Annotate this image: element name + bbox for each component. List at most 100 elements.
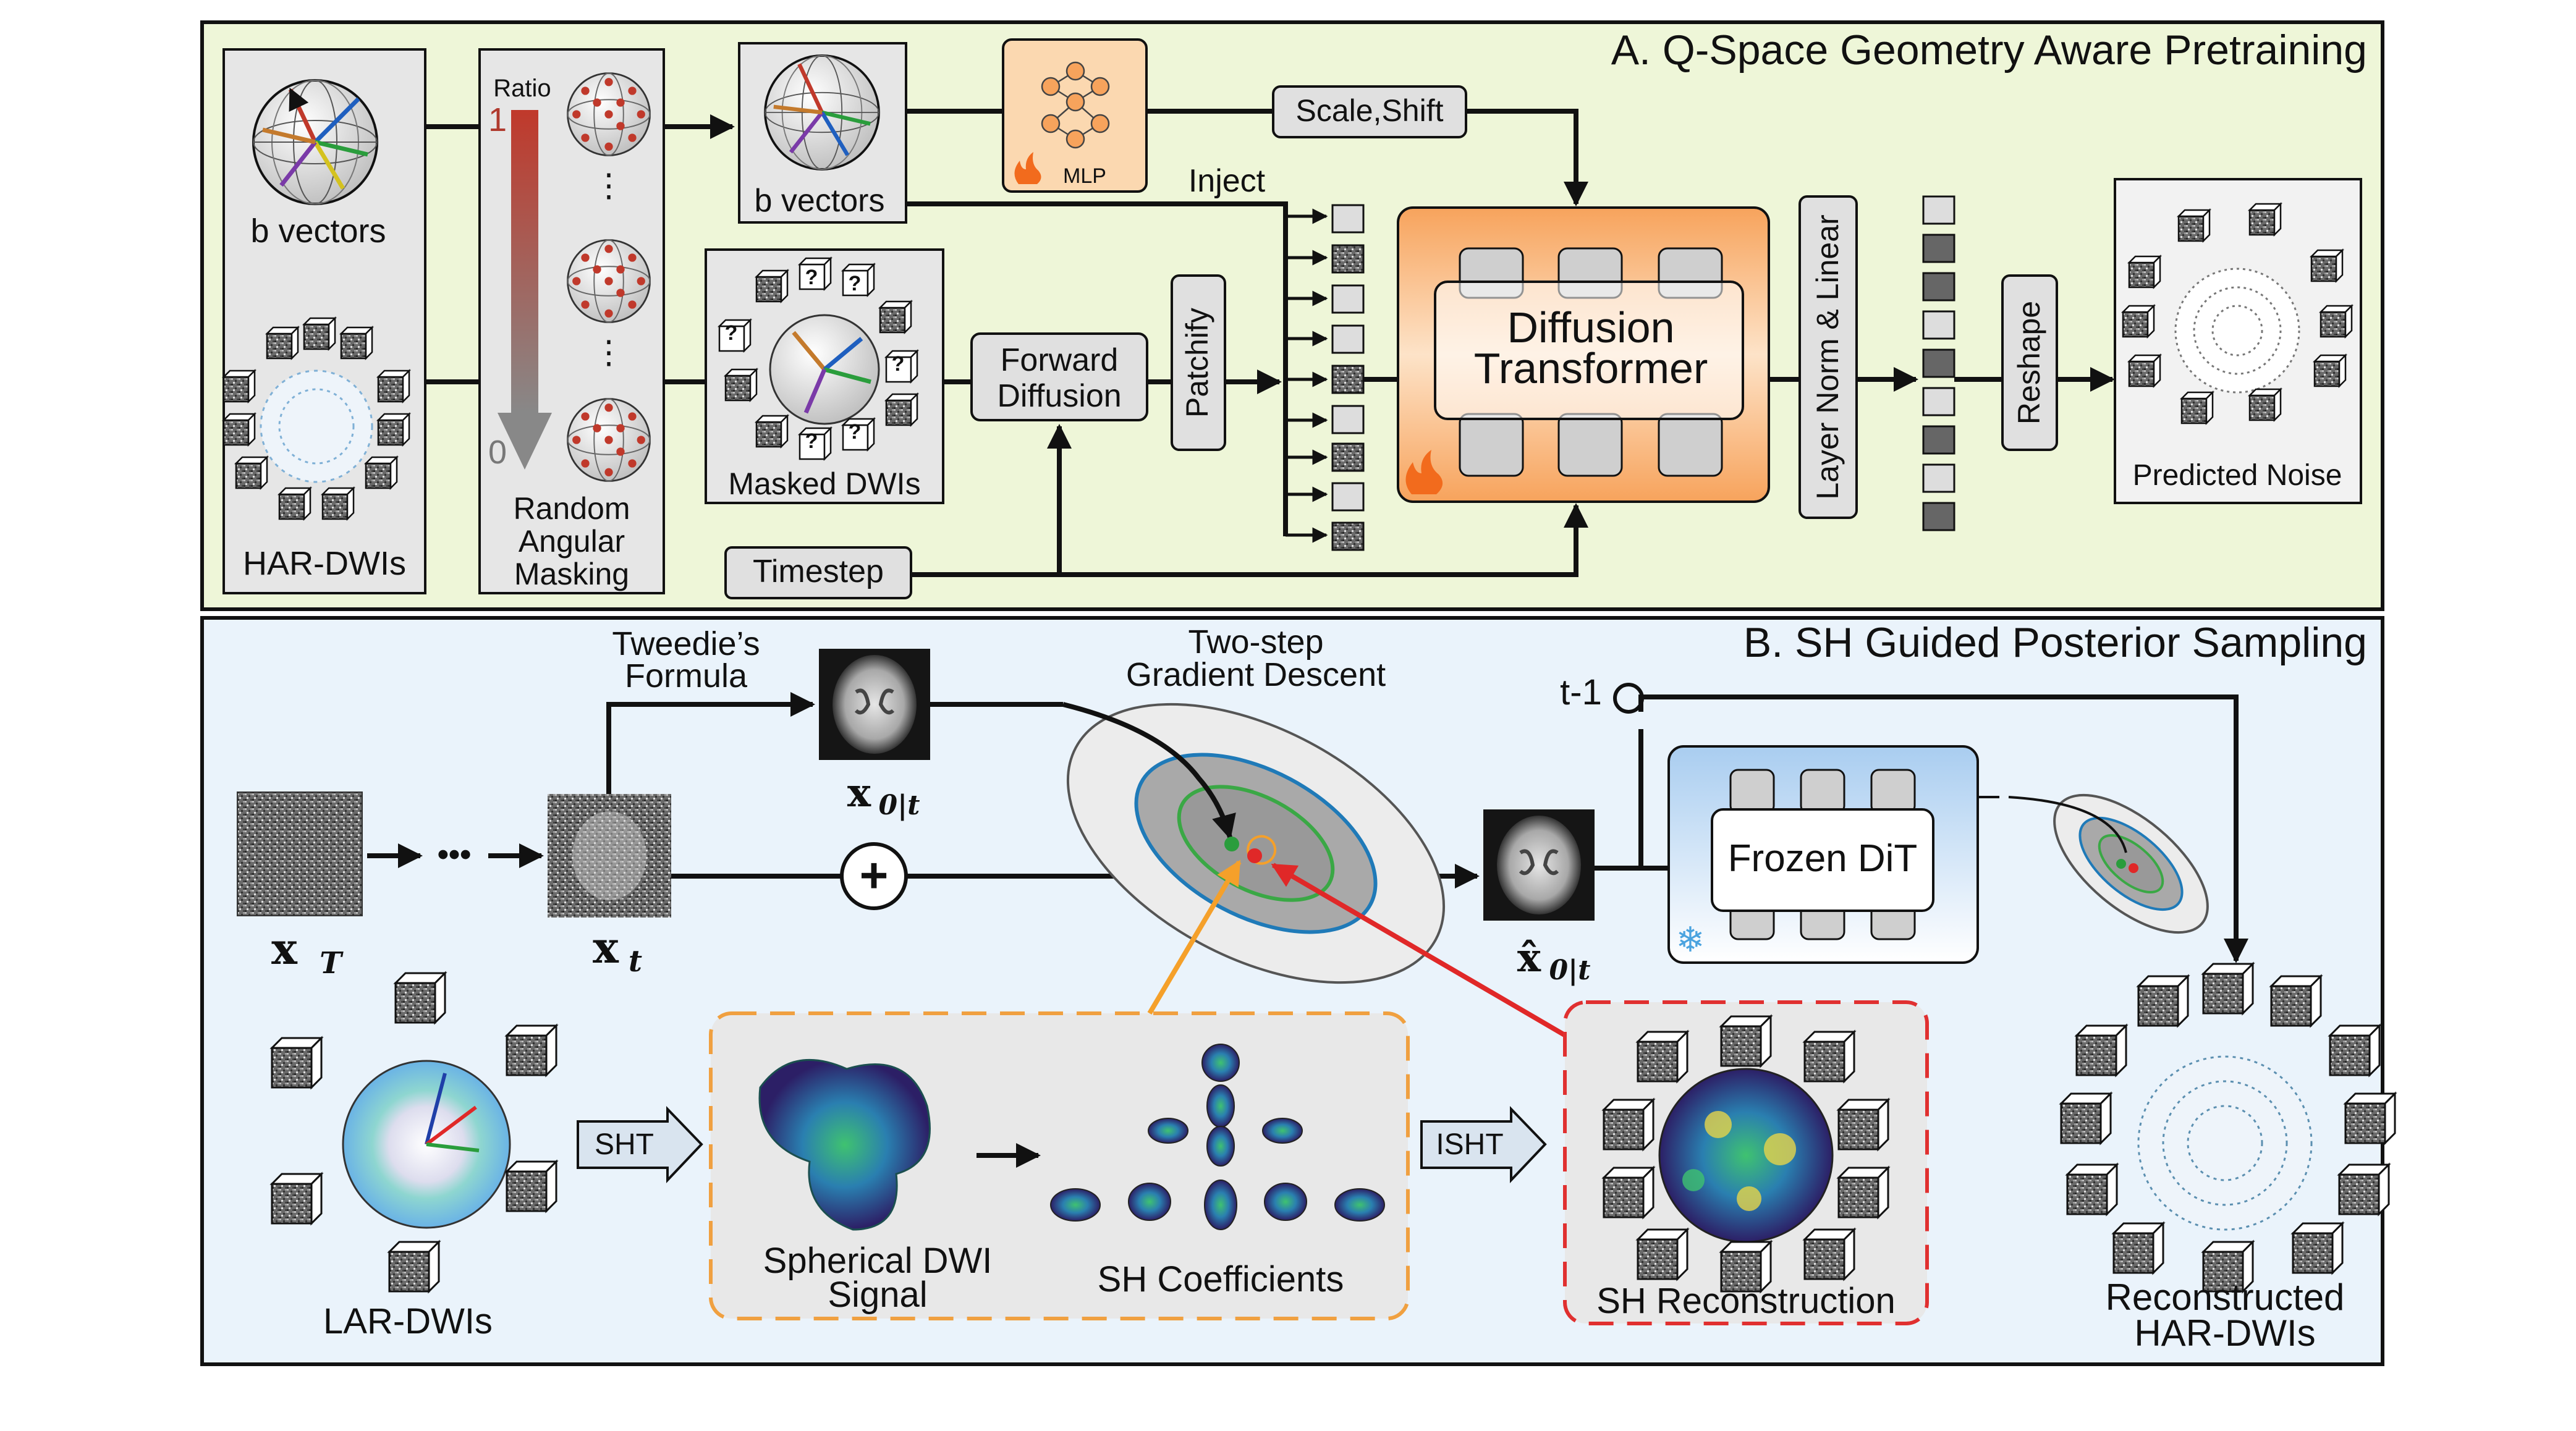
tweedie-label-1: Tweedie’s (612, 625, 760, 662)
xhat-label: x̂ (1517, 935, 1541, 981)
sh-coefficients-label: SH Coefficients (1098, 1259, 1344, 1299)
svg-text:?: ? (849, 420, 862, 444)
arrow-loop (1638, 694, 2248, 963)
masked-dwis-label: Masked DWIs (728, 466, 920, 501)
b-vectors-label-2: b vectors (755, 183, 885, 219)
gd-green-point (1224, 837, 1239, 851)
small-gd-path (2008, 796, 2127, 853)
xhat-brain-image (1483, 809, 1595, 921)
masking-label-line-1: Random (514, 491, 630, 526)
xT-subscript: T (320, 946, 344, 981)
mlp-label: MLP (1063, 164, 1106, 188)
arrow-timestep-to-dit (911, 503, 1588, 577)
mlp-network-icon (1041, 61, 1110, 149)
spherical-signal-label-2: Signal (828, 1275, 927, 1315)
reconstructed-label-2: HAR-DWIs (2134, 1312, 2315, 1354)
layer-norm-label: Layer Norm & Linear (1810, 214, 1845, 499)
frozen-dit-label: Frozen DiT (1728, 837, 1918, 880)
small-ellipses (2053, 793, 2209, 934)
sht-label: SHT (595, 1128, 654, 1161)
x0t-subscript: 0|t (879, 790, 920, 821)
har-dwis-label: HAR-DWIs (243, 545, 406, 582)
mask-question-marks: ? ? ? ? ? ? (725, 266, 905, 453)
gd-red-point (1247, 848, 1262, 863)
input-token-column (1286, 204, 1365, 551)
small-green-point (2116, 859, 2126, 869)
output-token-column (1922, 195, 1955, 531)
red-guide-arrow (1271, 863, 1572, 1041)
dit-inner-box (1434, 281, 1744, 420)
b-vectors-label: b vectors (250, 213, 386, 250)
x0t-brain-image (819, 649, 930, 760)
gd-label-2: Gradient Descent (1126, 656, 1386, 693)
xhat-subscript: 0|t (1549, 955, 1591, 986)
small-red-point (2129, 863, 2138, 873)
masking-label-line-3: Masking (514, 557, 629, 591)
sh-reconstruction-label: SH Reconstruction (1596, 1281, 1896, 1321)
dit-label-2: Transformer (1474, 344, 1708, 392)
arrow-scale-to-dit (1466, 109, 1588, 206)
b-vectors-sphere-icon-2 (764, 54, 880, 171)
spherical-signal-label-1: Spherical DWI (763, 1241, 993, 1281)
timestep-label: Timestep (753, 554, 884, 589)
spherical-signal-icon (758, 1058, 931, 1231)
xt-noisy-image (548, 794, 671, 918)
scale-shift-label: Scale,Shift (1295, 93, 1443, 128)
masked-dwis-icon (718, 257, 918, 460)
masked-sphere-icon-1 (567, 72, 651, 156)
reshape-box (2001, 274, 2058, 451)
x0t-label: x (847, 770, 871, 816)
reshape-label: Reshape (2012, 301, 2046, 424)
forward-diffusion-label-2: Diffusion (997, 378, 1121, 414)
masked-sphere-icon-3 (567, 398, 651, 482)
ellipsis-2: ⋮ (593, 335, 625, 371)
reconstructed-label-1: Reconstructed (2106, 1277, 2345, 1318)
patchify-label: Patchify (1180, 308, 1214, 418)
svg-text:?: ? (805, 429, 818, 453)
har-dwis-ring-icon (222, 317, 410, 520)
tweedie-label-2: Formula (625, 657, 748, 694)
panel-b-title: B. SH Guided Posterior Sampling (1743, 619, 2367, 666)
panel-b: B. SH Guided Posterior Sampling Tweedie’… (200, 616, 2396, 1366)
sh-reconstruction-icon (1603, 1015, 1889, 1293)
svg-text:?: ? (805, 266, 818, 289)
forward-diffusion-box (970, 332, 1148, 421)
b-vectors-sphere-icon (252, 79, 378, 205)
isht-arrow (1420, 1106, 1547, 1184)
sh-coefficients-icon (1050, 1044, 1385, 1230)
ratio-label: Ratio (493, 75, 551, 102)
inject-label: Inject (1188, 163, 1266, 199)
ratio-high-label: 1 (488, 101, 507, 138)
masked-sphere-icon-2 (567, 239, 651, 323)
gradient-descent-path (1062, 702, 1236, 840)
gd-label-1: Two-step (1188, 623, 1323, 661)
ratio-low-label: 0 (488, 434, 507, 471)
fire-icon-mlp (1014, 152, 1041, 184)
patchify-box (1171, 274, 1226, 451)
layer-norm-box (1799, 195, 1858, 519)
lar-dwis-icon (342, 1060, 511, 1229)
svg-text:?: ? (849, 272, 862, 295)
orange-guide-arrow (1147, 859, 1242, 1015)
fire-icon-dit (1405, 450, 1443, 494)
xt-label: x (593, 922, 619, 973)
panel-a: A. Q-Space Geometry Aware Pretraining b … (200, 20, 2384, 611)
sht-arrow (577, 1106, 703, 1184)
ellipsis-dots: ••• (438, 837, 472, 872)
svg-text:?: ? (725, 321, 738, 345)
reconstructed-har-dwis-icon (2060, 963, 2396, 1293)
ratio-gradient-arrow (498, 110, 552, 470)
ellipsis-1: ⋮ (593, 168, 625, 204)
mlp-box (1002, 38, 1148, 193)
panel-a-title: A. Q-Space Geometry Aware Pretraining (1611, 27, 2367, 74)
forward-diffusion-label-1: Forward (1001, 342, 1119, 378)
predicted-noise-label: Predicted Noise (2133, 459, 2342, 492)
predicted-noise-icon (2122, 203, 2353, 424)
arrow-tweedie (606, 692, 815, 794)
xT-noise-image (237, 791, 363, 916)
svg-text:?: ? (892, 352, 905, 376)
lar-dwis-label: LAR-DWIs (323, 1301, 493, 1341)
frozen-dit-inner (1711, 808, 1934, 912)
isht-label: ISHT (1436, 1128, 1503, 1161)
t-minus-1-label: t-1 (1560, 672, 1602, 712)
